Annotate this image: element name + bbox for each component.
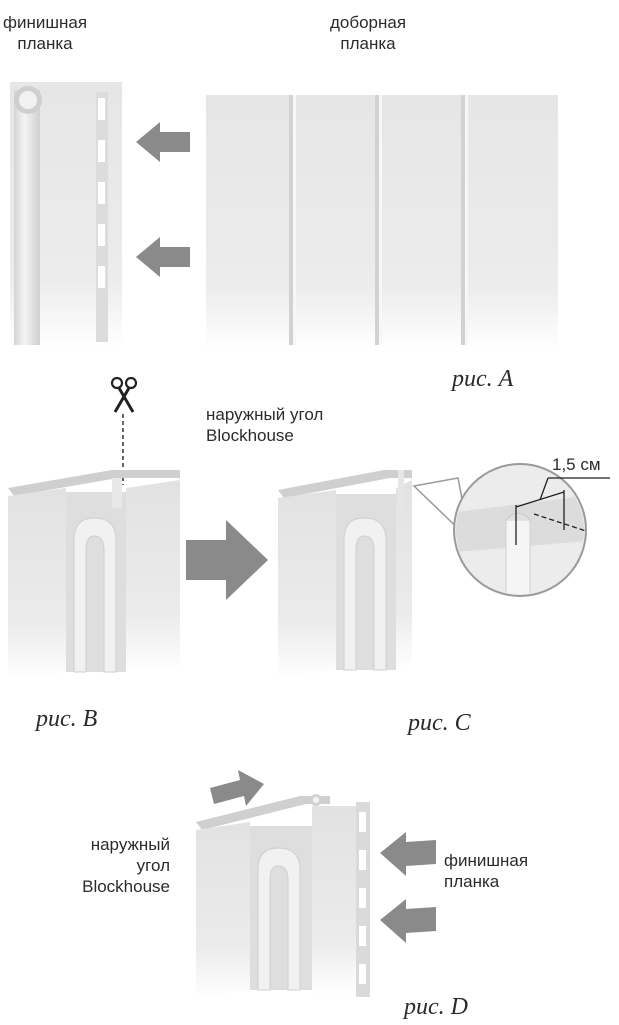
label-line: планка [444, 872, 500, 891]
arrow-right-icon [210, 770, 264, 806]
label-line: наружный угол [206, 405, 324, 424]
label-extension-strip: доборная планка [318, 12, 418, 54]
label-line: финишная [2, 13, 88, 32]
caption-fig-c: рис. C [408, 710, 471, 736]
arrow-left-icon [136, 122, 190, 162]
arrow-left-icon [380, 899, 436, 943]
caption-fig-b: рис. B [36, 706, 98, 732]
label-line: угол [136, 856, 170, 875]
zoom-callout [412, 463, 610, 597]
scissors-icon [110, 376, 138, 413]
label-line: наружный [90, 835, 170, 854]
extension-strip-a [206, 95, 558, 350]
outer-corner-d [196, 794, 370, 998]
outer-corner-b [8, 470, 180, 680]
label-line: планка [340, 34, 396, 53]
label-outer-corner-d: наружный угол Blockhouse [40, 834, 170, 897]
outer-corner-c [278, 470, 412, 678]
label-line: финишная [444, 851, 529, 870]
measurement-label: 1,5 см [552, 455, 601, 474]
label-finishing-strip: финишная планка [0, 12, 90, 54]
label-line: доборная [329, 13, 407, 32]
caption-fig-d: рис. D [404, 994, 468, 1020]
arrow-left-icon [380, 832, 436, 876]
label-line: Blockhouse [206, 426, 294, 445]
arrow-left-icon [136, 237, 190, 277]
label-finishing-strip-d: финишная планка [444, 850, 574, 892]
label-line: планка [17, 34, 73, 53]
finishing-strip-a [10, 82, 122, 347]
caption-fig-a: рис. A [452, 366, 514, 392]
label-line: Blockhouse [82, 877, 170, 896]
label-outer-corner: наружный угол Blockhouse [206, 404, 376, 446]
arrow-right-icon [186, 520, 268, 600]
